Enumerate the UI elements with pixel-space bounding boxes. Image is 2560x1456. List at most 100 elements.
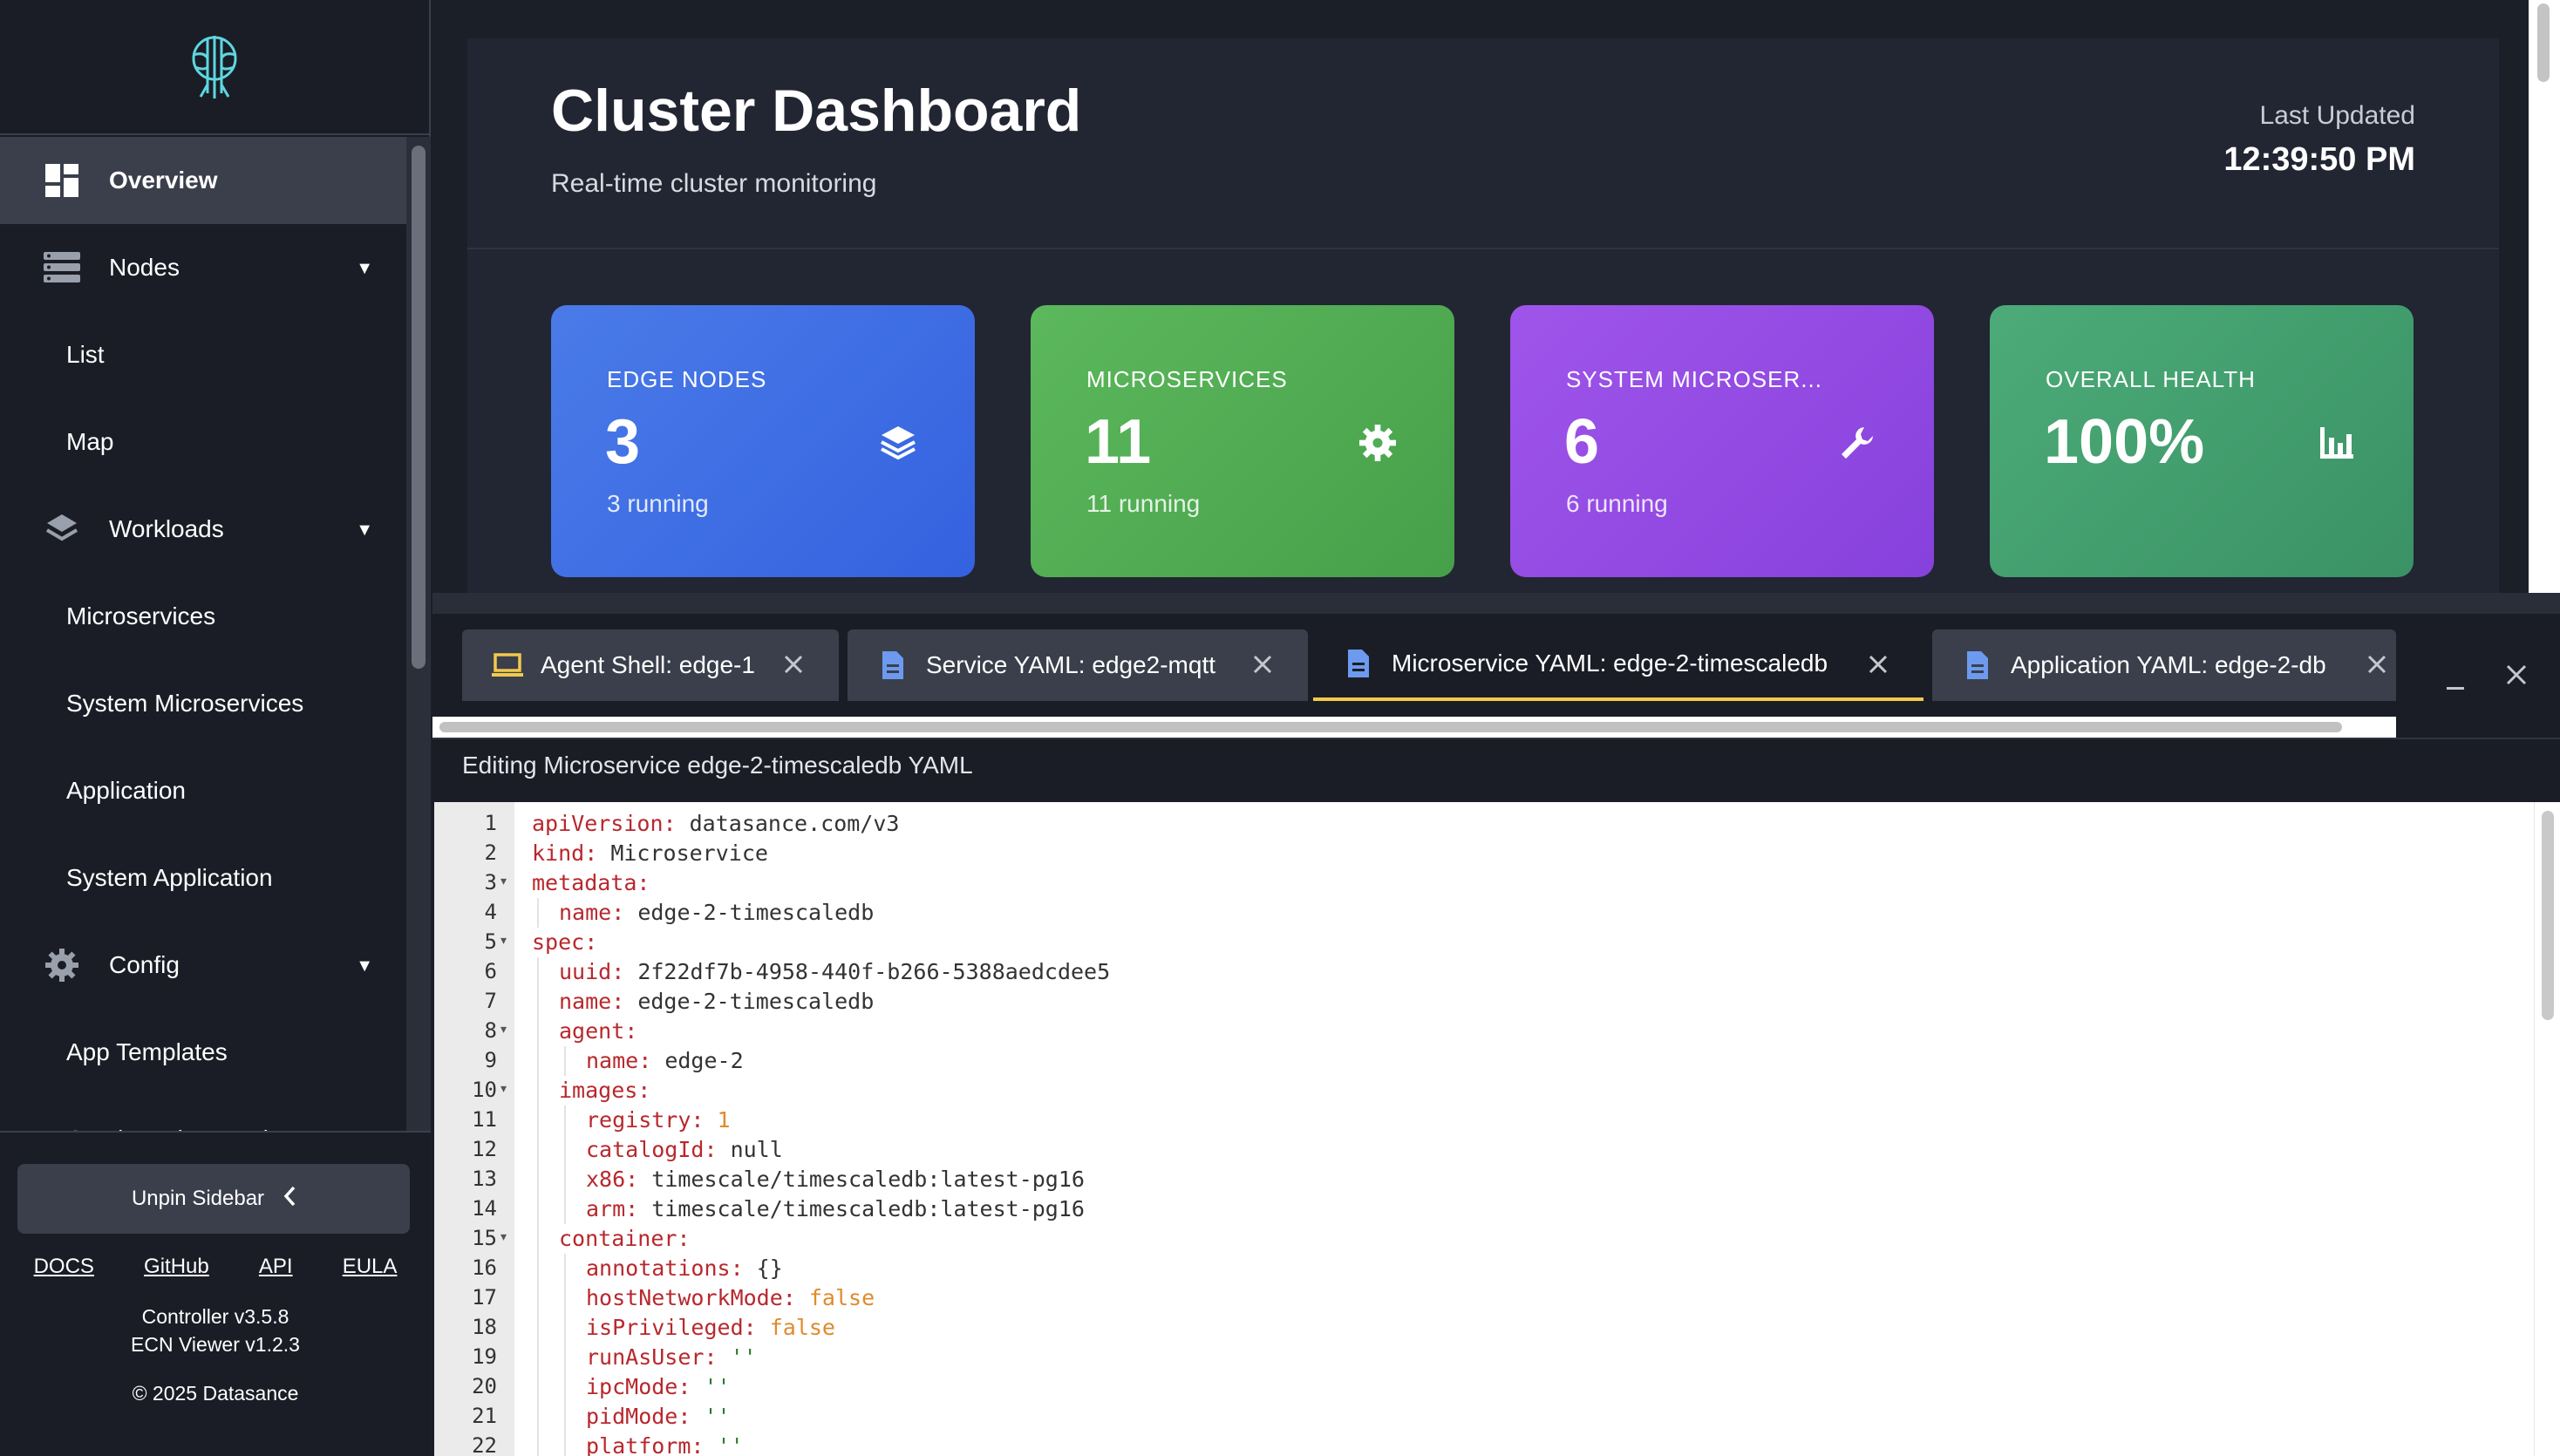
line-number: 16 <box>472 1255 497 1280</box>
tab-agent-shell[interactable]: Agent Shell: edge-1 <box>462 629 839 701</box>
fold-toggle-icon[interactable]: ▾ <box>500 874 507 888</box>
indent-guide <box>564 1402 566 1432</box>
fold-toggle-icon[interactable]: ▾ <box>500 1081 507 1095</box>
yaml-key: isPrivileged: <box>586 1315 757 1340</box>
scrollbar-thumb[interactable] <box>2537 3 2550 82</box>
tab-scrollbar[interactable] <box>432 717 2396 738</box>
stat-card-microservices[interactable]: MICROSERVICES 11 11 running <box>1031 305 1454 577</box>
code-line: uuid: 2f22df7b-4958-440f-b266-5388aedcde… <box>559 959 1110 984</box>
tab-application-yaml[interactable]: Application YAML: edge-2-db <box>1932 629 2396 701</box>
yaml-value: null <box>717 1137 783 1162</box>
code-line: hostNetworkMode: false <box>586 1285 875 1310</box>
sidebar-item-list[interactable]: List <box>66 341 105 368</box>
tab-microservice-yaml[interactable]: Microservice YAML: edge-2-timescaledb <box>1313 629 1923 701</box>
fold-toggle-icon[interactable]: ▾ <box>500 1229 507 1243</box>
tab-label: Microservice YAML: edge-2-timescaledb <box>1392 650 1828 677</box>
code-line: isPrivileged: false <box>586 1315 835 1340</box>
code-line: platform: '' <box>586 1433 744 1456</box>
sidebar-item-nodes[interactable]: Nodes ▼ <box>0 224 406 311</box>
scrollbar-thumb[interactable] <box>2542 811 2554 1020</box>
indent-guide <box>564 1313 566 1343</box>
close-icon[interactable] <box>1864 650 1892 678</box>
yaml-key: platform: <box>586 1433 705 1456</box>
sidebar-item-system-microservices[interactable]: System Microservices <box>66 690 304 717</box>
panel-resize-handle[interactable] <box>432 593 2560 614</box>
stat-card-overall-health[interactable]: OVERALL HEALTH 100% <box>1990 305 2414 577</box>
logo[interactable] <box>0 0 429 135</box>
document-icon <box>875 648 910 683</box>
indent-guide <box>564 1254 566 1283</box>
tab-service-yaml[interactable]: Service YAML: edge2-mqtt <box>848 629 1308 701</box>
close-icon[interactable] <box>1249 650 1277 678</box>
sidebar-item-app-templates[interactable]: App Templates <box>66 1038 228 1065</box>
close-panel-icon[interactable] <box>2499 657 2534 692</box>
yaml-value: 2f22df7b-4958-440f-b266-5388aedcdee5 <box>624 959 1111 984</box>
docs-link[interactable]: DOCS <box>33 1255 94 1278</box>
main-scrollbar[interactable] <box>2529 0 2560 593</box>
bar-chart-icon <box>2316 422 2358 464</box>
sidebar-item-config[interactable]: Config ▼ <box>0 922 406 1009</box>
stat-card-system-microservices[interactable]: SYSTEM MICROSER... 6 6 running <box>1510 305 1934 577</box>
sidebar-item-overview[interactable]: Overview <box>0 137 406 224</box>
eula-link[interactable]: EULA <box>342 1255 398 1278</box>
close-icon[interactable] <box>780 650 807 678</box>
sidebar-item-workloads[interactable]: Workloads ▼ <box>0 486 406 573</box>
yaml-value: {} <box>743 1255 783 1281</box>
yaml-key: spec: <box>532 929 598 955</box>
code-line: annotations: {} <box>586 1255 783 1281</box>
code-line: container: <box>559 1226 691 1251</box>
sidebar-item-label: Overview <box>109 167 218 194</box>
yaml-key: apiVersion: <box>532 811 677 836</box>
yaml-key: x86: <box>586 1167 639 1192</box>
tab-label: Agent Shell: edge-1 <box>541 651 755 678</box>
line-number: 7 <box>484 989 497 1013</box>
sidebar-item-catalog-microservices[interactable]: Catalog Microservices <box>0 1096 406 1131</box>
api-link[interactable]: API <box>258 1255 293 1278</box>
yaml-key: pidMode: <box>586 1404 691 1429</box>
stat-sub: 11 running <box>1086 490 1201 517</box>
yaml-value: '' <box>717 1344 757 1370</box>
close-icon[interactable] <box>2363 650 2391 678</box>
divider <box>432 738 2560 739</box>
unpin-sidebar-button[interactable]: Unpin Sidebar <box>17 1164 410 1234</box>
laptop-icon <box>490 648 525 683</box>
code-line: arm: timescale/timescaledb:latest-pg16 <box>586 1196 1085 1221</box>
yaml-value: timescale/timescaledb:latest-pg16 <box>638 1167 1085 1192</box>
sidebar-item-map[interactable]: Map <box>66 428 114 455</box>
stat-title: SYSTEM MICROSER... <box>1566 366 1822 392</box>
fold-toggle-icon[interactable]: ▾ <box>500 933 507 947</box>
line-number: 6 <box>484 959 497 983</box>
sidebar-item-application[interactable]: Application <box>66 777 186 804</box>
sidebar-scrollbar[interactable] <box>406 137 431 1131</box>
scrollbar-thumb[interactable] <box>439 722 2342 732</box>
chevron-down-icon[interactable]: ▼ <box>356 520 373 540</box>
indent-guide <box>537 987 539 1017</box>
indent-guide <box>564 1283 566 1313</box>
chevron-down-icon[interactable]: ▼ <box>356 956 373 976</box>
code-line: spec: <box>532 929 597 955</box>
stat-card-edge-nodes[interactable]: EDGE NODES 3 3 running <box>551 305 975 577</box>
document-icon <box>1341 646 1376 681</box>
sidebar-item-system-application[interactable]: System Application <box>66 864 273 891</box>
chevron-down-icon[interactable]: ▼ <box>356 259 373 278</box>
indent-guide <box>564 1135 566 1165</box>
page-title: Cluster Dashboard <box>551 78 1082 144</box>
sidebar-item-microservices[interactable]: Microservices <box>66 602 216 629</box>
editor-scrollbar[interactable] <box>2534 802 2560 1456</box>
fold-toggle-icon[interactable]: ▾ <box>500 1022 507 1036</box>
code-line: pidMode: '' <box>586 1404 731 1429</box>
yaml-key: hostNetworkMode: <box>586 1285 796 1310</box>
minimize-icon[interactable] <box>2438 663 2473 697</box>
github-link[interactable]: GitHub <box>144 1255 209 1278</box>
stat-value: 11 <box>1085 407 1152 477</box>
datasance-logo-icon <box>192 35 237 99</box>
code-line: runAsUser: '' <box>586 1344 757 1370</box>
code-line: name: edge-2-timescaledb <box>559 900 874 925</box>
yaml-key: name: <box>559 989 625 1014</box>
scrollbar-thumb[interactable] <box>412 146 426 669</box>
document-icon <box>1960 648 1995 683</box>
viewer-version: ECN Viewer v1.2.3 <box>131 1333 300 1356</box>
yaml-key: arm: <box>586 1196 639 1221</box>
